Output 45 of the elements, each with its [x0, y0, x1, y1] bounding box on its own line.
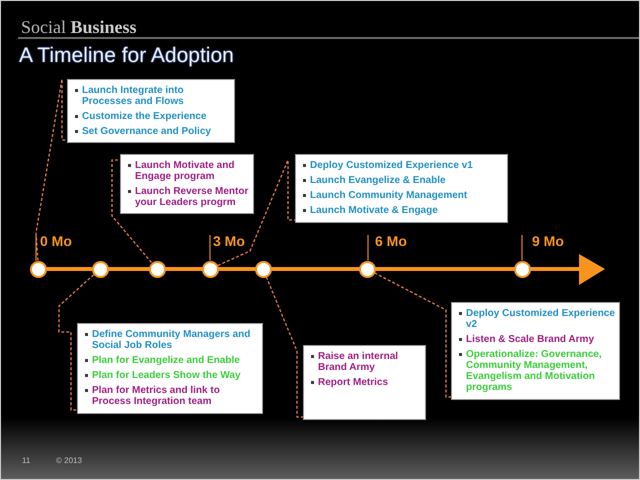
bullet-text: Launch Motivate & Engage — [302, 205, 503, 216]
bullet-text: Launch Reverse Mentor your Leaders progrm — [127, 186, 249, 208]
month-label: 3 Mo — [213, 233, 245, 249]
bullet-text: Plan for Leaders Show the Way — [84, 370, 258, 381]
bullet-text: Launch Community Management — [302, 190, 503, 201]
month-label: 6 Mo — [375, 233, 407, 249]
callout-box — [120, 154, 254, 214]
bullet-text: Plan for Evangelize and Enable — [84, 355, 258, 366]
callout-box — [67, 79, 235, 143]
copyright-text: © 2013 — [56, 456, 82, 466]
milestone-circle — [30, 260, 47, 278]
header-text: Social Business — [21, 17, 137, 37]
leader-line — [58, 274, 94, 411]
callout-box — [451, 302, 620, 400]
milestone-circle — [254, 260, 272, 278]
milestone-circle — [358, 260, 376, 278]
bullet-text: Set Governance and Policy — [74, 126, 230, 137]
leader-line — [35, 78, 67, 261]
leader-line — [266, 276, 303, 418]
bullet-text: Launch Motivate and Engage program — [127, 160, 249, 182]
month-label: 9 Mo — [532, 233, 564, 249]
milestone-circle — [92, 260, 108, 278]
callout-box — [295, 154, 508, 223]
leader-line — [218, 159, 295, 266]
bullet-text: Define Community Managers and Social Job Roles — [84, 329, 258, 351]
leader-line — [374, 272, 451, 398]
milestone-circle — [148, 260, 166, 278]
callout-box — [77, 323, 263, 414]
bullet-text: Launch Integrate into Processes and Flows — [74, 85, 230, 107]
bullet-text: Deploy Customized Experience v2 — [458, 308, 615, 330]
bullet-text: Customize the Experience — [74, 111, 230, 122]
month-label: 0 Mo — [40, 233, 72, 249]
callout-box — [303, 345, 426, 420]
leader-line — [111, 159, 152, 263]
bullet-text: Plan for Metrics and link to Process Integration team — [84, 385, 258, 407]
bullet-text: Operationalize: Governance, Community Management, Evangelism and Motivation programs — [458, 349, 615, 393]
bullet-text: Report Metrics — [310, 377, 421, 388]
bullet-text: Launch Evangelize & Enable — [302, 175, 503, 186]
slide-title: A Timeline for Adoption — [19, 44, 234, 68]
milestone-circle — [514, 260, 530, 278]
page-number: 11 — [22, 456, 30, 466]
milestone-circle — [202, 260, 218, 278]
bullet-text: Deploy Customized Experience v1 — [302, 160, 503, 171]
bullet-text: Listen & Scale Brand Army — [458, 334, 615, 345]
bullet-text: Raise an internal Brand Army — [310, 351, 421, 373]
